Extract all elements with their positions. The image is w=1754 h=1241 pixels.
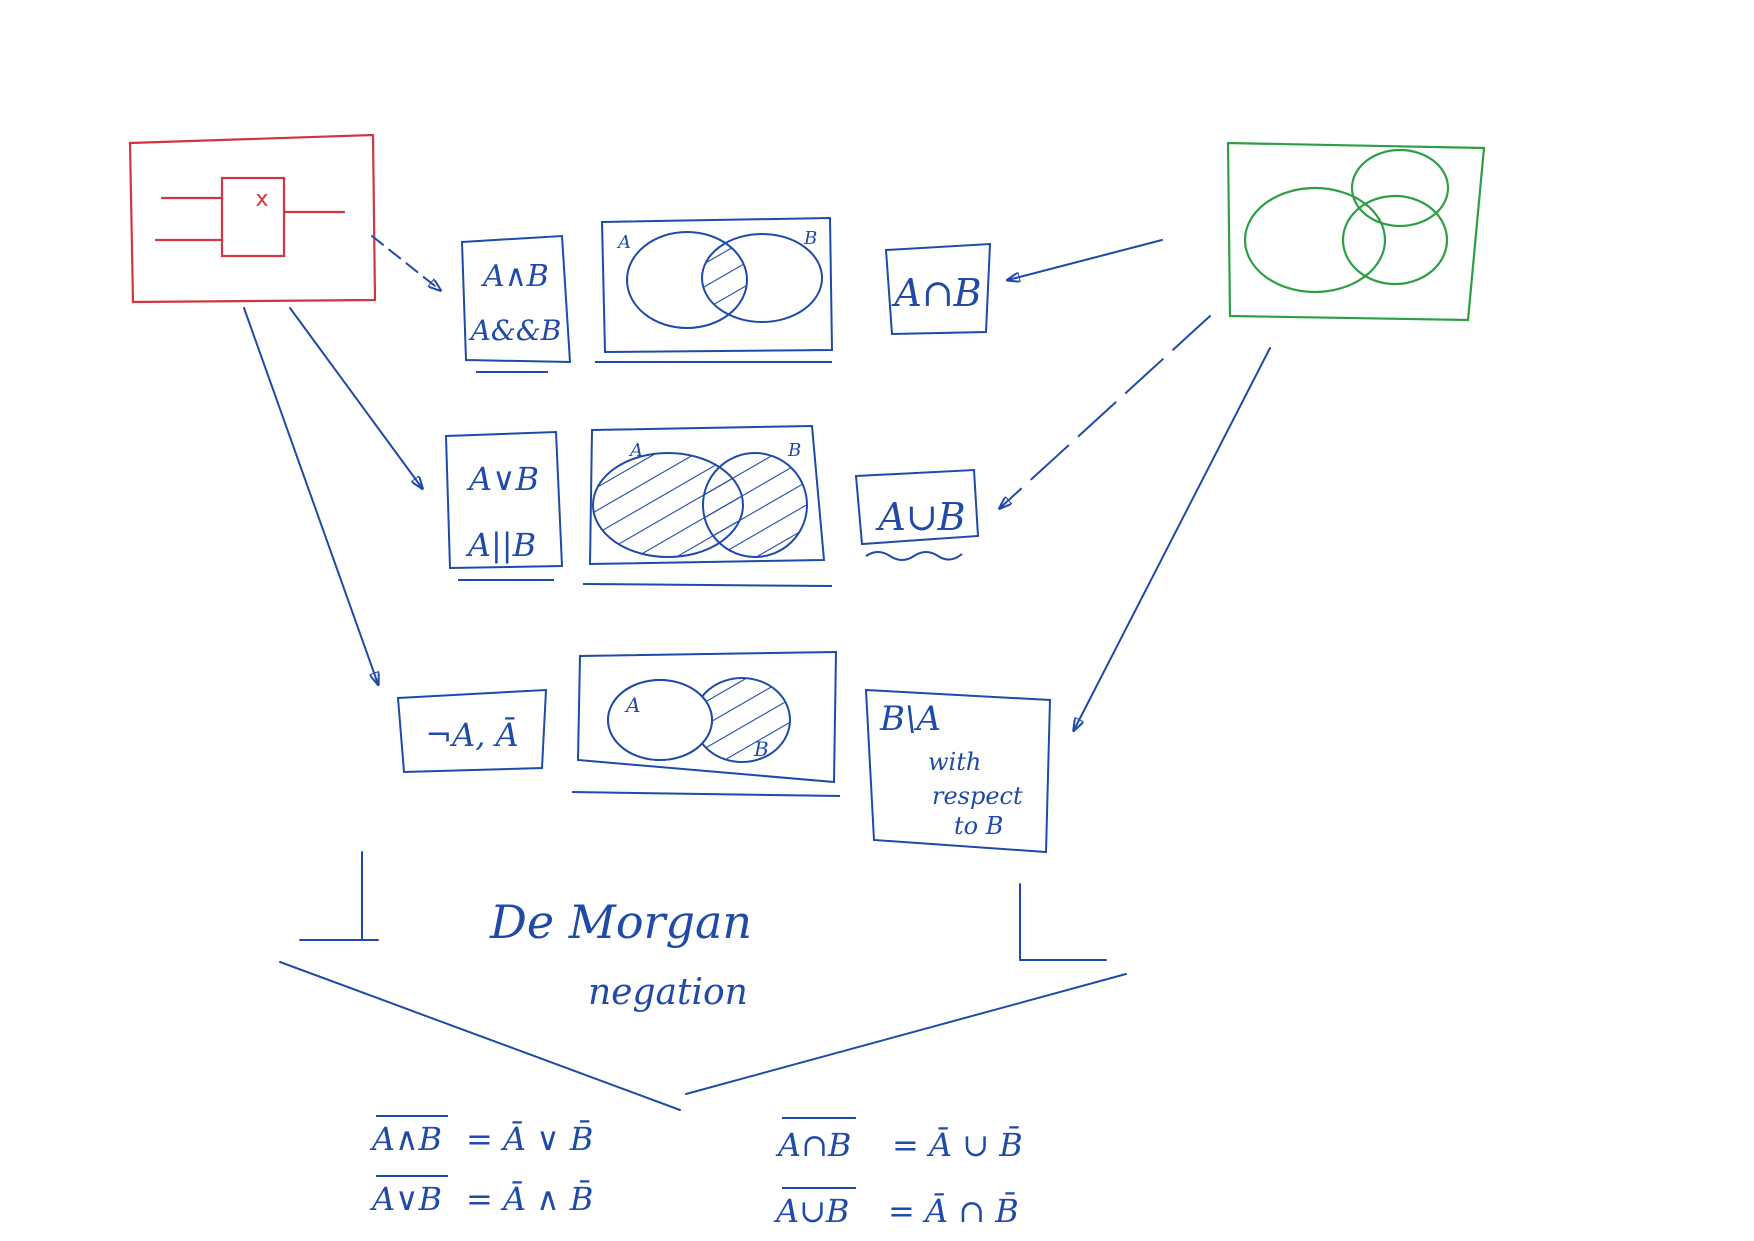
- logic-or-symbol: A∨B: [466, 460, 539, 498]
- set-law-2-lhs: A∪B: [773, 1192, 849, 1230]
- logic-gate-icon: x: [154, 176, 346, 258]
- set-difference-note-3: to B: [954, 812, 1003, 840]
- venn-difference-box: A B: [571, 650, 841, 797]
- set-law-2-rhs: = Ā ∩ B̄: [888, 1192, 1019, 1230]
- set-difference-note-2: respect: [932, 782, 1023, 810]
- set-law-1-rhs: = Ā ∪ B̄: [892, 1126, 1023, 1164]
- logic-or-box: A∨B A||B: [444, 430, 564, 581]
- set-difference-note-1: with: [928, 748, 981, 776]
- logic-or-code: A||B: [465, 526, 536, 564]
- venn-label-a: A: [624, 693, 640, 717]
- set-union-symbol: A∪B: [875, 495, 965, 539]
- arrow-gate-to-not: [243, 307, 378, 684]
- set-union-box: A∪B: [854, 468, 980, 561]
- de-morgan-funnel: [279, 851, 1127, 1111]
- logic-law-2-lhs: A∨B: [369, 1180, 442, 1218]
- set-difference-symbol: B\A: [879, 699, 941, 739]
- venn-label-b: B: [803, 228, 817, 249]
- set-intersection-box: A∩B: [884, 242, 992, 336]
- venn-union-box: A B: [582, 424, 833, 587]
- de-morgan-title: De Morgan: [489, 895, 752, 949]
- arrows: [243, 235, 1271, 730]
- set-law-1-lhs: A∩B: [775, 1126, 851, 1164]
- venn-circle-b: [702, 452, 808, 558]
- row-or: A∨B A||B A B A∪B: [444, 424, 980, 587]
- arrow-gate-to-or: [289, 307, 422, 488]
- arrow-venn-to-intersection: [1008, 239, 1163, 280]
- three-circle-venn-icon: [1243, 148, 1450, 294]
- venn-label-b: B: [753, 737, 769, 761]
- row-and: A∧B A&&B A B A∩B: [460, 216, 992, 373]
- venn-label-a: A: [616, 232, 631, 253]
- logic-and-box: A∧B A&&B: [460, 234, 572, 373]
- venn-intersection-box: A B: [595, 216, 834, 363]
- logic-law-2-rhs: = Ā ∧ B̄: [466, 1180, 593, 1218]
- row-not: ¬A, Ā A B B\A with respect to B: [396, 650, 1052, 854]
- logic-not-box: ¬A, Ā: [396, 688, 548, 774]
- venn-source-box: [1226, 141, 1486, 322]
- venn-label-a: A: [628, 440, 643, 461]
- logic-law-1-lhs: A∧B: [369, 1120, 442, 1158]
- logic-and-code: A&&B: [468, 314, 562, 347]
- logic-laws: A∧B = Ā ∨ B̄ A∨B = Ā ∧ B̄: [369, 1115, 593, 1218]
- set-intersection-symbol: A∩B: [891, 271, 981, 315]
- venn-label-b: B: [787, 440, 801, 461]
- set-laws: A∩B = Ā ∪ B̄ A∪B = Ā ∩ B̄: [773, 1117, 1023, 1230]
- logic-not-symbol: ¬A, Ā: [425, 716, 518, 754]
- logic-law-1-rhs: = Ā ∨ B̄: [466, 1120, 593, 1158]
- gate-mark: x: [255, 187, 268, 212]
- arrow-gate-to-and: [371, 235, 440, 290]
- arrow-venn-to-difference: [1074, 347, 1271, 730]
- venn-circle-b: [702, 234, 747, 322]
- set-difference-box: B\A with respect to B: [864, 688, 1052, 854]
- logic-gate-box: x: [128, 133, 377, 304]
- logic-and-symbol: A∧B: [480, 259, 549, 294]
- arrow-venn-to-union: [1000, 315, 1211, 508]
- de-morgan-subtitle: negation: [588, 972, 748, 1013]
